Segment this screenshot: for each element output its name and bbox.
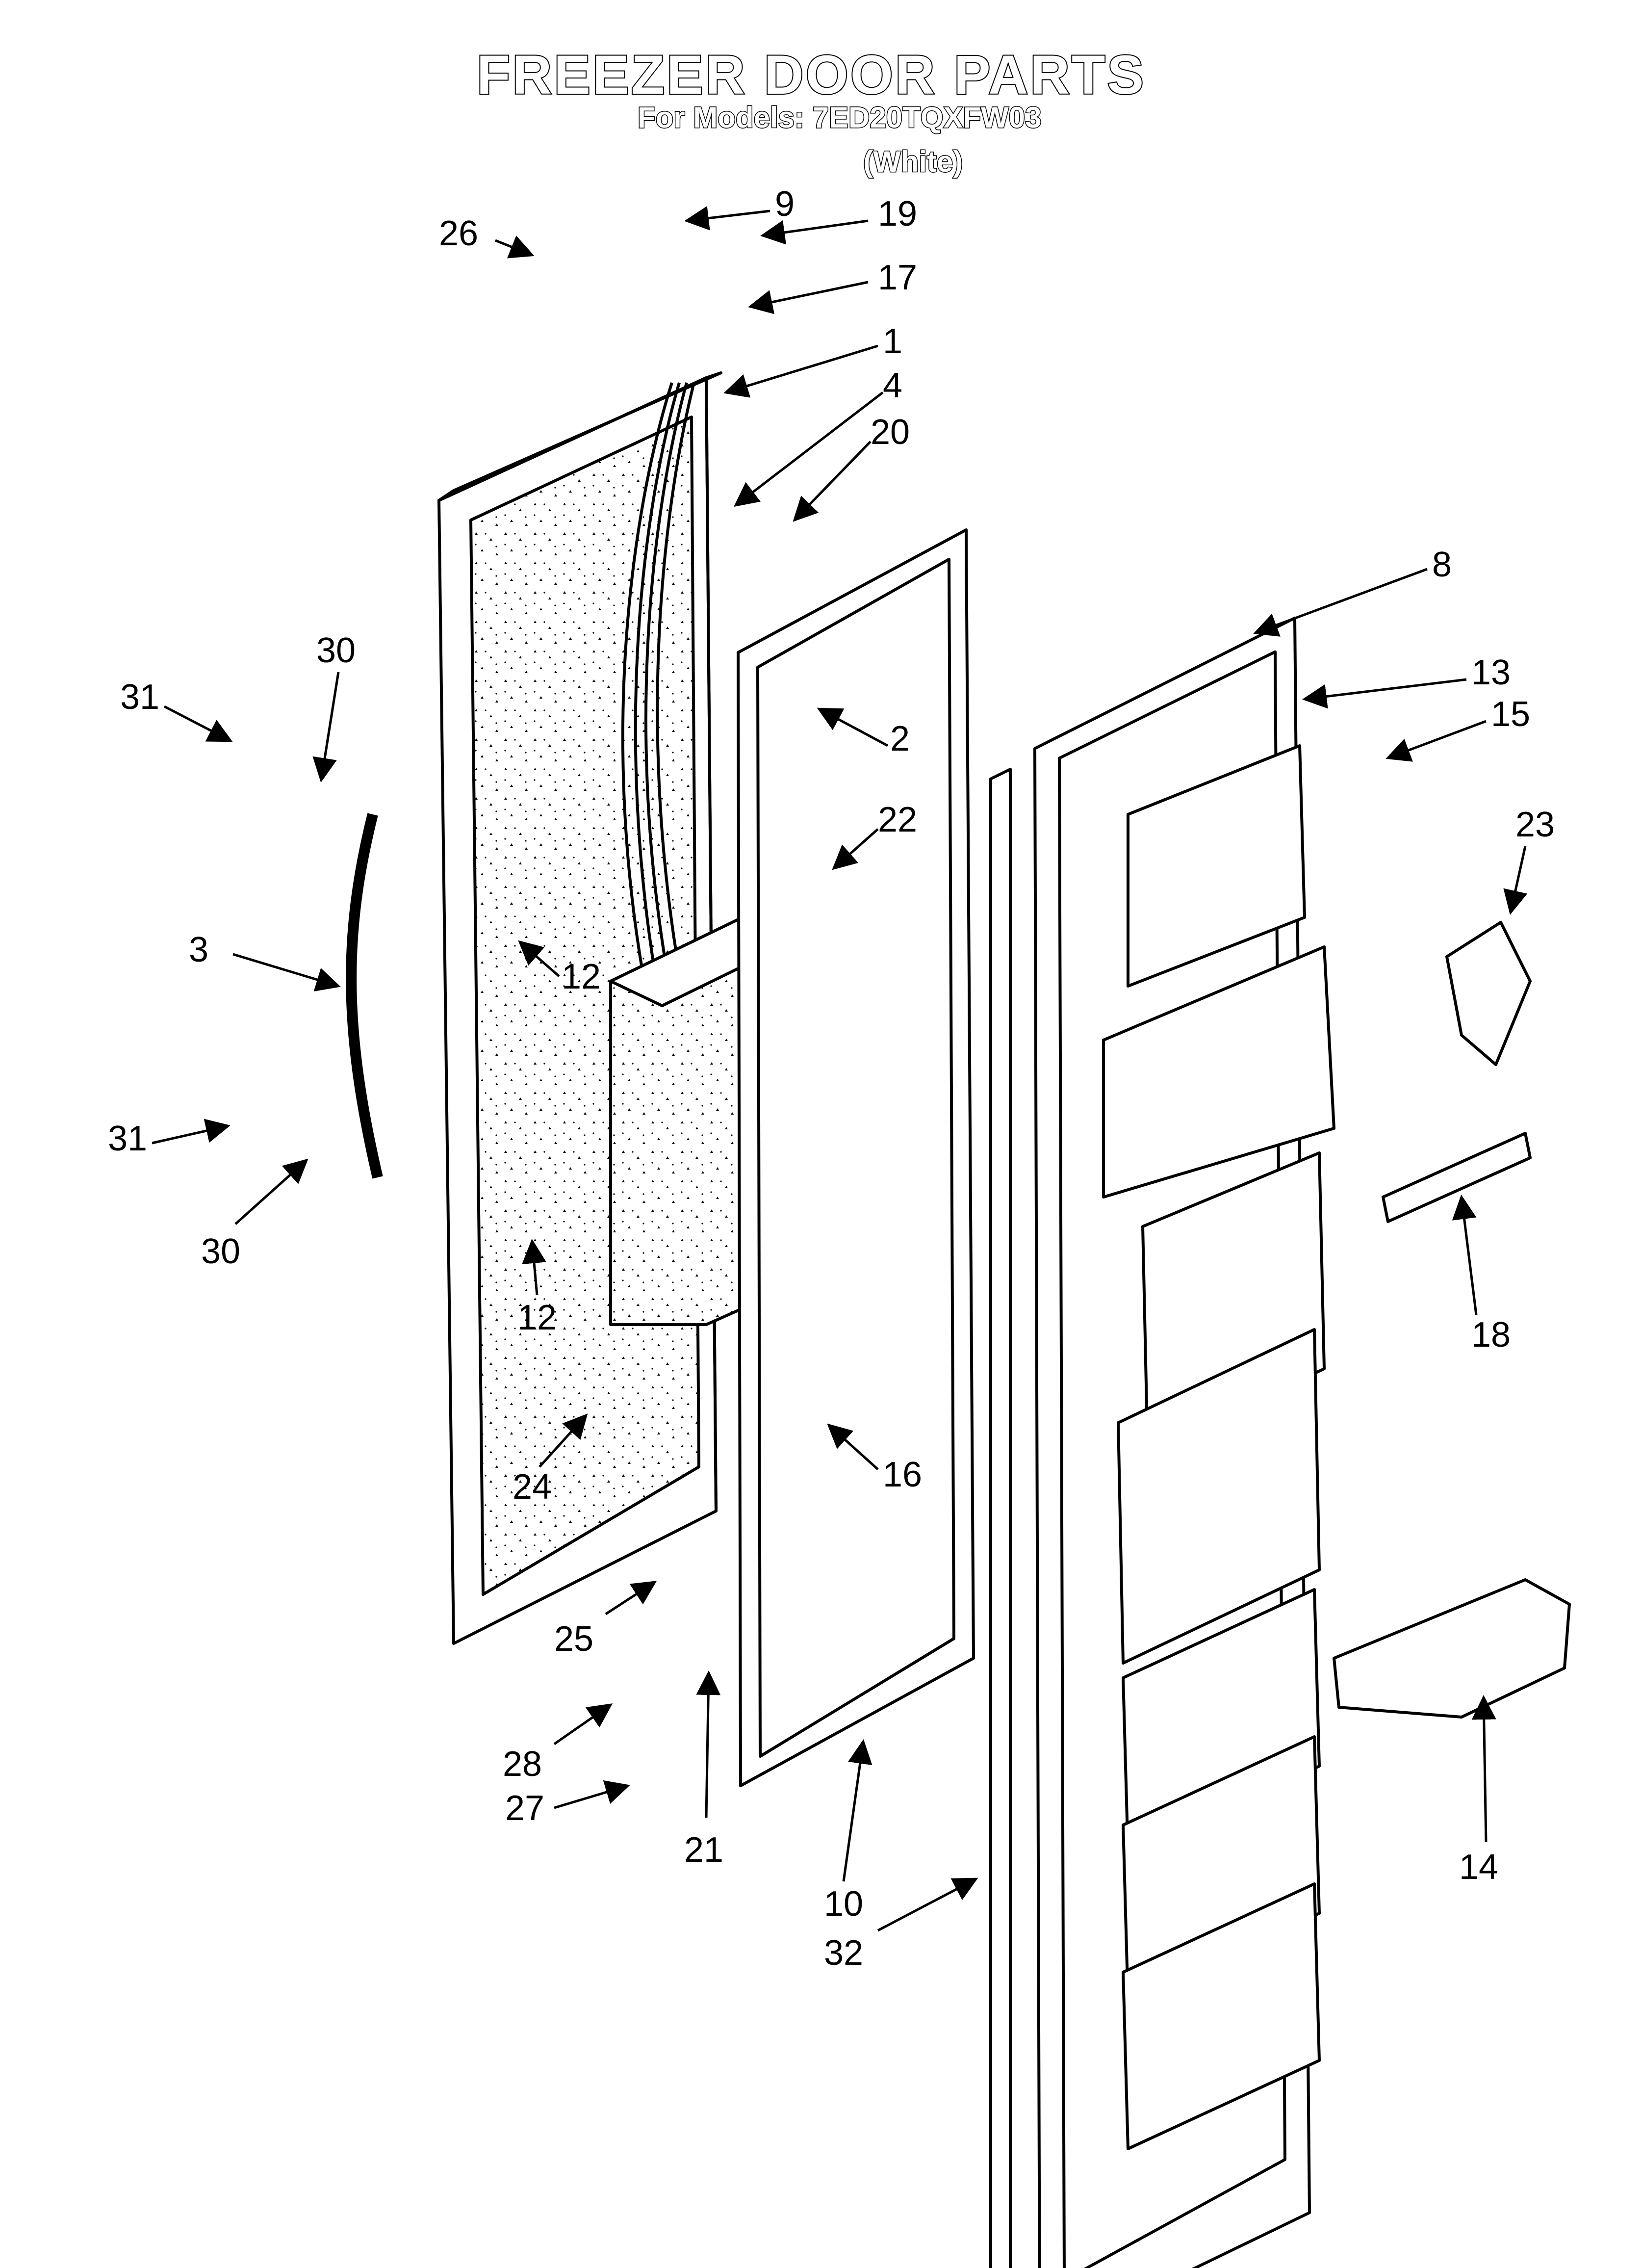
wire-harness xyxy=(621,382,695,972)
callout-19: 19 xyxy=(878,194,917,234)
callout-12-bottom: 12 xyxy=(517,1298,557,1337)
callout-9: 9 xyxy=(775,184,795,224)
callout-28: 28 xyxy=(503,1745,542,1784)
callout-20: 20 xyxy=(871,413,910,452)
door-handle xyxy=(346,813,383,1179)
callout-30-bottom: 30 xyxy=(201,1232,240,1271)
leader-arrows xyxy=(152,206,1528,1932)
door-gasket xyxy=(737,528,975,1787)
callout-31-bottom: 31 xyxy=(108,1119,147,1158)
callout-18: 18 xyxy=(1471,1315,1511,1355)
callout-12-top: 12 xyxy=(562,957,601,996)
callout-15: 15 xyxy=(1491,695,1530,734)
door-liner xyxy=(1033,616,1335,2268)
callout-30-top: 30 xyxy=(316,631,356,670)
callout-8: 8 xyxy=(1432,545,1452,584)
callout-22: 22 xyxy=(878,800,917,839)
callout-4: 4 xyxy=(883,366,902,405)
color-note: (White) xyxy=(862,145,963,179)
callout-32: 32 xyxy=(824,1933,863,1973)
callout-16: 16 xyxy=(883,1455,922,1494)
callout-26: 26 xyxy=(439,214,478,253)
callout-14: 14 xyxy=(1459,1848,1498,1887)
diagram-title: FREEZER DOOR PARTS xyxy=(476,43,1146,106)
callout-3: 3 xyxy=(189,930,208,969)
callout-23: 23 xyxy=(1515,805,1555,844)
callout-21: 21 xyxy=(684,1830,723,1870)
callout-25: 25 xyxy=(554,1619,593,1659)
model-line: For Models: 7ED20TQXFW03 xyxy=(637,101,1042,135)
callout-31-top: 31 xyxy=(120,678,159,717)
callout-2: 2 xyxy=(890,719,910,758)
callout-27: 27 xyxy=(505,1789,544,1828)
callout-17: 17 xyxy=(878,258,917,297)
trim-strip xyxy=(989,768,1012,2268)
door-bin xyxy=(1333,1578,1571,1719)
callout-1: 1 xyxy=(883,322,902,361)
shelf-bar xyxy=(1382,1132,1532,1223)
callout-10: 10 xyxy=(824,1884,863,1924)
callout-24: 24 xyxy=(513,1467,552,1507)
callout-labels: 26 9 19 17 1 4 20 8 13 15 31 30 2 22 23 … xyxy=(108,184,1555,1973)
callout-13: 13 xyxy=(1471,653,1511,692)
ice-chute xyxy=(1445,921,1532,1066)
